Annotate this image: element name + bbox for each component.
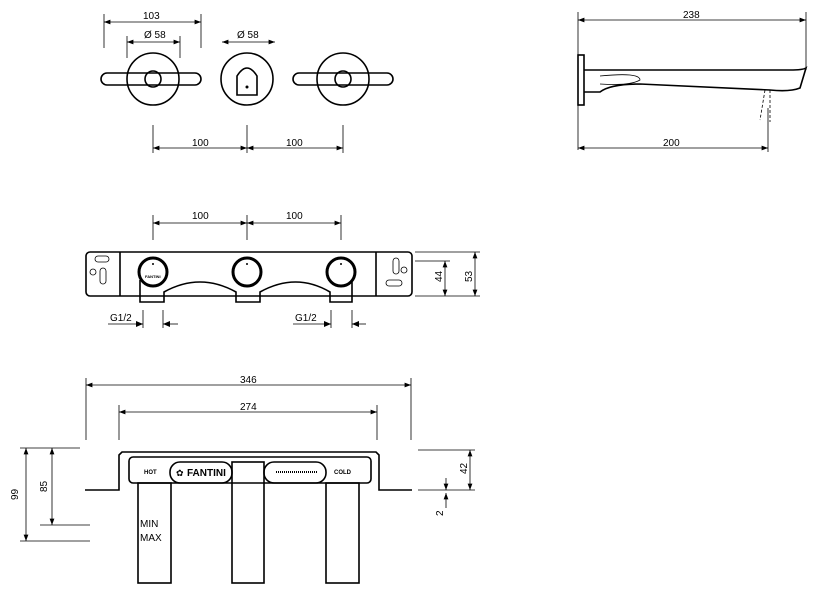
- brand-logo: FANTINI: [187, 468, 226, 479]
- max-label: MAX: [140, 533, 162, 544]
- dim-depth-outer: 53: [464, 270, 475, 282]
- brand-logo-icon: ✿: [176, 468, 184, 478]
- dim-thread-left: G1/2: [110, 313, 132, 324]
- valve-cold: [325, 256, 357, 288]
- box-top-view: 100 100 FANTINI 44 53 G1/2 G1/2: [85, 211, 480, 328]
- dim-box-spacing-right: 100: [286, 211, 303, 222]
- dim-bracket-thickness: 2: [435, 510, 446, 516]
- dim-spout-diameter: Ø 58: [237, 30, 259, 41]
- dim-fixing-width: 274: [240, 402, 257, 413]
- dim-thread-right: G1/2: [295, 313, 317, 324]
- dim-handle-diameter: Ø 58: [144, 30, 166, 41]
- box-front-view: 346 274 HOT FANTINI ✿ COLD MIN MAX 99 85…: [10, 375, 475, 584]
- dim-inner-height: 85: [39, 480, 50, 492]
- min-label: MIN: [140, 519, 158, 530]
- valve-center: [231, 256, 263, 288]
- hot-label: HOT: [144, 470, 157, 476]
- dim-overall-width: 346: [240, 375, 257, 386]
- dim-front-width: 103: [143, 11, 160, 22]
- cold-handle: [292, 52, 394, 106]
- valve-hot: FANTINI: [137, 256, 169, 288]
- dim-spout-reach: 200: [663, 138, 680, 149]
- cold-label: COLD: [334, 470, 352, 476]
- dim-bracket-height: 42: [459, 462, 470, 474]
- spout-plate: [220, 52, 274, 106]
- hot-handle: [100, 52, 202, 106]
- valve-brand-label: FANTINI: [145, 274, 161, 279]
- front-view: 103 Ø 58 Ø 58 100 100: [100, 11, 394, 153]
- dim-depth-inner: 44: [434, 270, 445, 282]
- dim-box-spacing-left: 100: [192, 211, 209, 222]
- side-view: 238 200: [577, 10, 808, 152]
- dim-projection: 238: [683, 10, 700, 21]
- dim-front-spacing-left: 100: [192, 138, 209, 149]
- dim-front-spacing-right: 100: [286, 138, 303, 149]
- dim-total-height: 99: [10, 488, 21, 500]
